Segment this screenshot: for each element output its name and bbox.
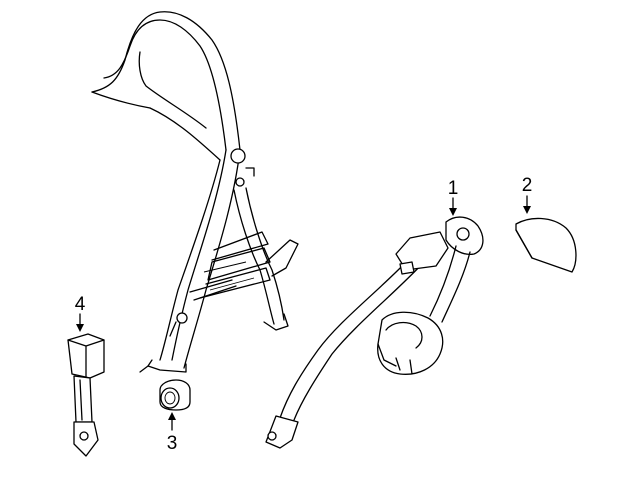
belt-guide (395, 231, 449, 271)
callout-2-label: 2 (522, 175, 533, 196)
part-4-buckle: 4 (67, 294, 105, 457)
part-2-trim-cover: 2 (515, 175, 577, 273)
part-3-bushing: 3 (159, 379, 191, 454)
retractor (377, 311, 444, 375)
upper-mount-bolt (230, 148, 246, 164)
callout-4-label: 4 (75, 294, 86, 315)
callout-1-label: 1 (448, 178, 459, 199)
callout-3-label: 3 (167, 433, 178, 454)
part-1-seat-belt-assembly: 1 (265, 178, 484, 449)
roll-bar-frame (91, 11, 299, 373)
